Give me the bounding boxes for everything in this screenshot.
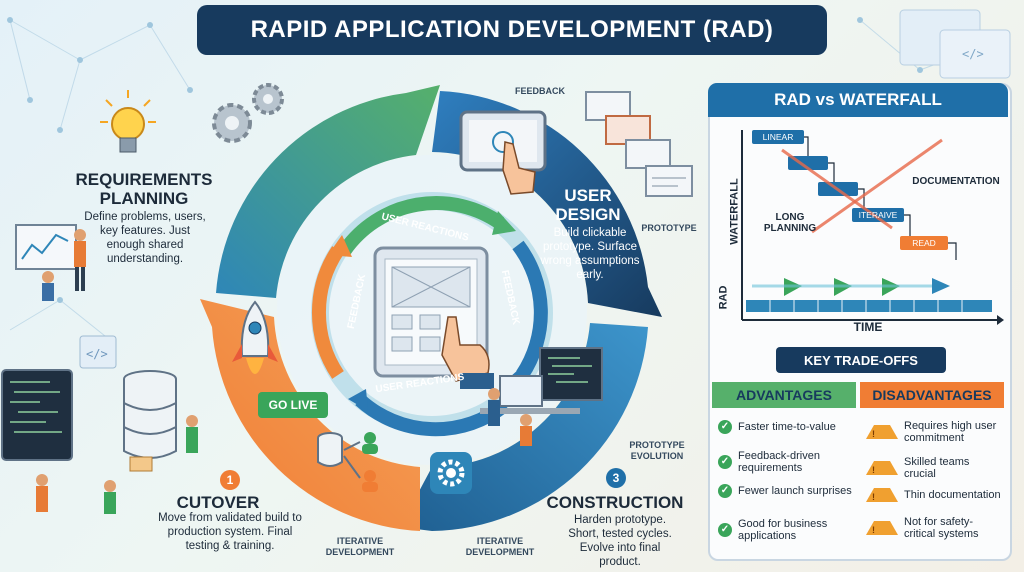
prototype-evolution-label: PROTOTYPE EVOLUTION (629, 440, 685, 461)
svg-text:</>: </> (962, 47, 984, 61)
warning-icon: ! (866, 461, 898, 475)
rad-axis-label: RAD (717, 285, 730, 310)
tablet-touch-illustration (459, 110, 547, 195)
advantage-item: ✓Faster time-to-value (718, 420, 856, 434)
disadvantages-title: DISADVANTAGES (860, 382, 1004, 408)
developers-workstation-illustration (480, 347, 603, 446)
prototype-label: PROTOTYPE (641, 223, 697, 233)
settings-app-icon (430, 452, 472, 494)
advantages-title: ADVANTAGES (712, 382, 856, 408)
time-axis-label: TIME (853, 320, 883, 334)
waterfall-step-linear: LINEAR (762, 132, 794, 142)
rocket-icon (232, 300, 278, 374)
warning-icon: ! (866, 488, 898, 502)
documentation-label: DOCUMENTATION (912, 176, 1000, 187)
comparison-panel (708, 83, 1012, 561)
page-title: RAPID APPLICATION DEVELOPMENT (RAD) (197, 5, 827, 55)
feedback-top-label: FEEDBACK (514, 86, 565, 96)
requirements-title: REQUIREMENTS PLANNING (75, 170, 213, 208)
waterfall-step-read: READ (912, 238, 936, 248)
prototype-screens-illustration (585, 91, 693, 197)
database-server-illustration (123, 370, 198, 472)
iterative-development-right: ITERATIVE DEVELOPMENT (465, 536, 535, 557)
disadvantage-item: !Thin documentation (866, 488, 1004, 502)
construction-title: CONSTRUCTION (546, 493, 684, 512)
construction-desc: Harden prototype. Short, tested cycles. … (568, 514, 672, 568)
cutover-title: CUTOVER (176, 493, 260, 512)
gear-icon (212, 83, 284, 143)
cutover-number-badge: 1 (220, 470, 240, 490)
check-icon: ✓ (718, 484, 732, 498)
warning-icon: ! (866, 521, 898, 535)
construction-number-badge: 3 (606, 468, 626, 488)
user-design-desc: Build clickable prototype. Surface wrong… (540, 227, 640, 281)
long-planning-label: LONG PLANNING (763, 212, 817, 234)
svg-text:</>: </> (86, 347, 108, 361)
key-tradeoffs-title: KEY TRADE-OFFS (776, 347, 946, 373)
waterfall-step-iterative: ITERAIVE (858, 210, 898, 220)
waterfall-axis-label: WATERFALL (728, 178, 741, 245)
check-icon: ✓ (718, 455, 732, 469)
lightbulb-icon (100, 90, 156, 153)
comparison-title: RAD vs WATERFALL (708, 83, 1008, 117)
check-icon: ✓ (718, 420, 732, 434)
user-design-title: USER DESIGN (555, 186, 621, 224)
cutover-desc: Move from validated build to production … (158, 512, 302, 552)
requirements-desc: Define problems, users, key features. Ju… (84, 211, 206, 265)
advantage-item: ✓Feedback-driven requirements (718, 450, 856, 474)
code-monitor-illustration: </> (1, 335, 117, 514)
check-icon: ✓ (718, 523, 732, 537)
disadvantage-item: !Requires high user commitment (866, 420, 1004, 444)
migration-flow-icon (317, 432, 378, 492)
disadvantage-item: !Skilled teams crucial (866, 456, 1004, 480)
iterative-development-left: ITERATIVE DEVELOPMENT (325, 536, 395, 557)
advantage-item: ✓Fewer launch surprises (718, 484, 856, 498)
warning-icon: ! (866, 425, 898, 439)
go-live-badge: GO LIVE (258, 392, 328, 418)
team-whiteboard-illustration (15, 224, 86, 301)
advantage-item: ✓Good for business applications (718, 518, 856, 542)
disadvantage-item: !Not for safety-critical systems (866, 516, 1004, 540)
waterfall-vs-rad-chart (741, 130, 1004, 325)
